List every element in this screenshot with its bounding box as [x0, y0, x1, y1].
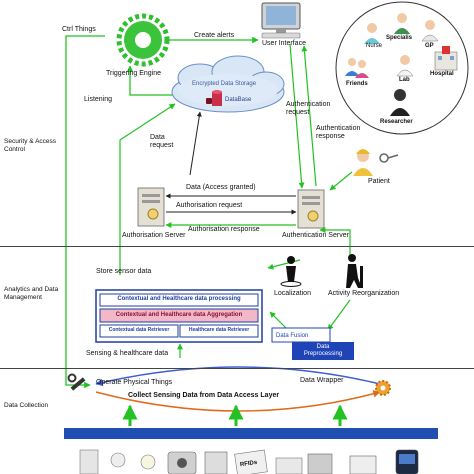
operate-label: Operate Physical Things — [96, 379, 173, 386]
layer-divider — [0, 368, 474, 369]
layer-divider — [0, 246, 474, 247]
users-circle — [335, 1, 469, 135]
user-label-nurse: Nurse — [366, 43, 383, 49]
computer-icon — [261, 2, 301, 39]
scale-device-icon — [349, 455, 377, 474]
authorisation-request-label: Authorisation request — [176, 202, 243, 209]
meter-device-icon — [307, 453, 333, 474]
phone-device-icon — [395, 449, 419, 474]
triggering-engine-label: Triggering Engine — [106, 70, 161, 77]
gp-icon — [421, 20, 439, 42]
user-label-lab: Lab — [399, 77, 410, 83]
activity-label: Activity Reorganization — [328, 290, 400, 297]
ctx-retriever-label: Contextual data Retriever — [108, 327, 170, 333]
user-label-researcher: Researcher — [380, 119, 413, 125]
lightbulb-device-icon — [140, 454, 156, 470]
patient-label: Patient — [368, 178, 390, 185]
authorisation-response-label: Authorisation response — [188, 226, 260, 233]
collect-label: Collect Sensing Data from Data Access La… — [128, 392, 280, 399]
sensing-label: Sensing & healthcare data — [86, 350, 169, 357]
user-label-specialist: Specialis — [386, 35, 413, 41]
auth-request-arrow — [289, 43, 305, 189]
ctx-processing-label: Contextual and Healthcare data processin… — [117, 296, 241, 302]
wrench-icon — [67, 373, 86, 391]
auth-request-label: Authentication request — [286, 101, 331, 116]
user-interface-label: User Interface — [262, 40, 306, 47]
orange-gear-icon — [375, 380, 391, 396]
patient-icon — [353, 149, 373, 176]
localization-label: Localization — [274, 290, 311, 297]
activity-icon — [346, 254, 363, 288]
auth-response-arrow — [301, 45, 317, 187]
cloud-icon — [171, 55, 285, 113]
authorisation-server-icon — [137, 187, 165, 227]
database-label: DataBase — [225, 97, 252, 103]
listening-label: Listening — [84, 96, 113, 103]
store-sensor-label: Store sensor data — [96, 268, 152, 275]
layer-label-security: Security & Access Control — [4, 138, 57, 153]
data-preprocessing-label: Data Preprocessing — [303, 344, 343, 357]
user-label-friends: Friends — [346, 81, 368, 87]
authentication-server-label: Authentication Server — [282, 232, 349, 239]
data-wrapper-label: Data Wrapper — [300, 377, 344, 384]
monitor-device-icon — [275, 457, 303, 474]
layer-label-analytics: Analytics and Data Management — [4, 286, 59, 301]
lab-icon — [396, 55, 414, 77]
data-fusion-label: Data Fusion — [276, 333, 309, 339]
ctrl-things-label: Ctrl Things — [62, 26, 96, 33]
data-request-arrow — [189, 111, 202, 176]
patient-arrow — [329, 171, 353, 191]
hospital-icon — [434, 46, 458, 71]
store-sensor-arrow — [119, 103, 176, 275]
cloud-label: Encrypted Data Storage — [192, 81, 257, 87]
ctx-aggregation-label: Contextual and Healthcare data Aggregati… — [115, 312, 243, 318]
user-label-gp: GP — [425, 43, 434, 49]
auth-response-label: Authentication response — [316, 125, 361, 140]
bulb-device-icon — [110, 452, 126, 468]
operate-loop-arrow — [95, 366, 381, 387]
activity-to-fusion-arrow — [327, 299, 351, 331]
nurse-icon — [364, 23, 380, 44]
listening-arrow — [126, 65, 185, 96]
data-access-label: Data (Access granted) — [186, 184, 256, 191]
camera-device-icon — [167, 451, 197, 474]
authentication-server-icon — [297, 189, 325, 229]
friends-icon — [345, 58, 369, 78]
processing-stack — [95, 289, 263, 343]
data-preprocessing-box — [292, 342, 354, 360]
user-label-hospital: Hospital — [430, 71, 454, 77]
collector-bar — [64, 428, 438, 439]
gear-icon — [116, 13, 170, 67]
hc-retriever-label: Healthcare data Retriever — [188, 327, 250, 333]
specialist-icon — [394, 13, 410, 34]
authorisation-server-label: Authorisation Server — [122, 232, 186, 239]
layer-label-collection: Data Collection — [4, 402, 49, 409]
data-request-label: Data request — [150, 134, 174, 149]
database-icon — [206, 90, 222, 106]
key-icon — [379, 153, 399, 163]
fridge-device-icon — [79, 449, 99, 474]
researcher-icon — [390, 89, 410, 116]
localization-icon — [280, 256, 302, 287]
card-device-icon — [204, 451, 228, 474]
create-alerts-label: Create alerts — [194, 32, 235, 39]
